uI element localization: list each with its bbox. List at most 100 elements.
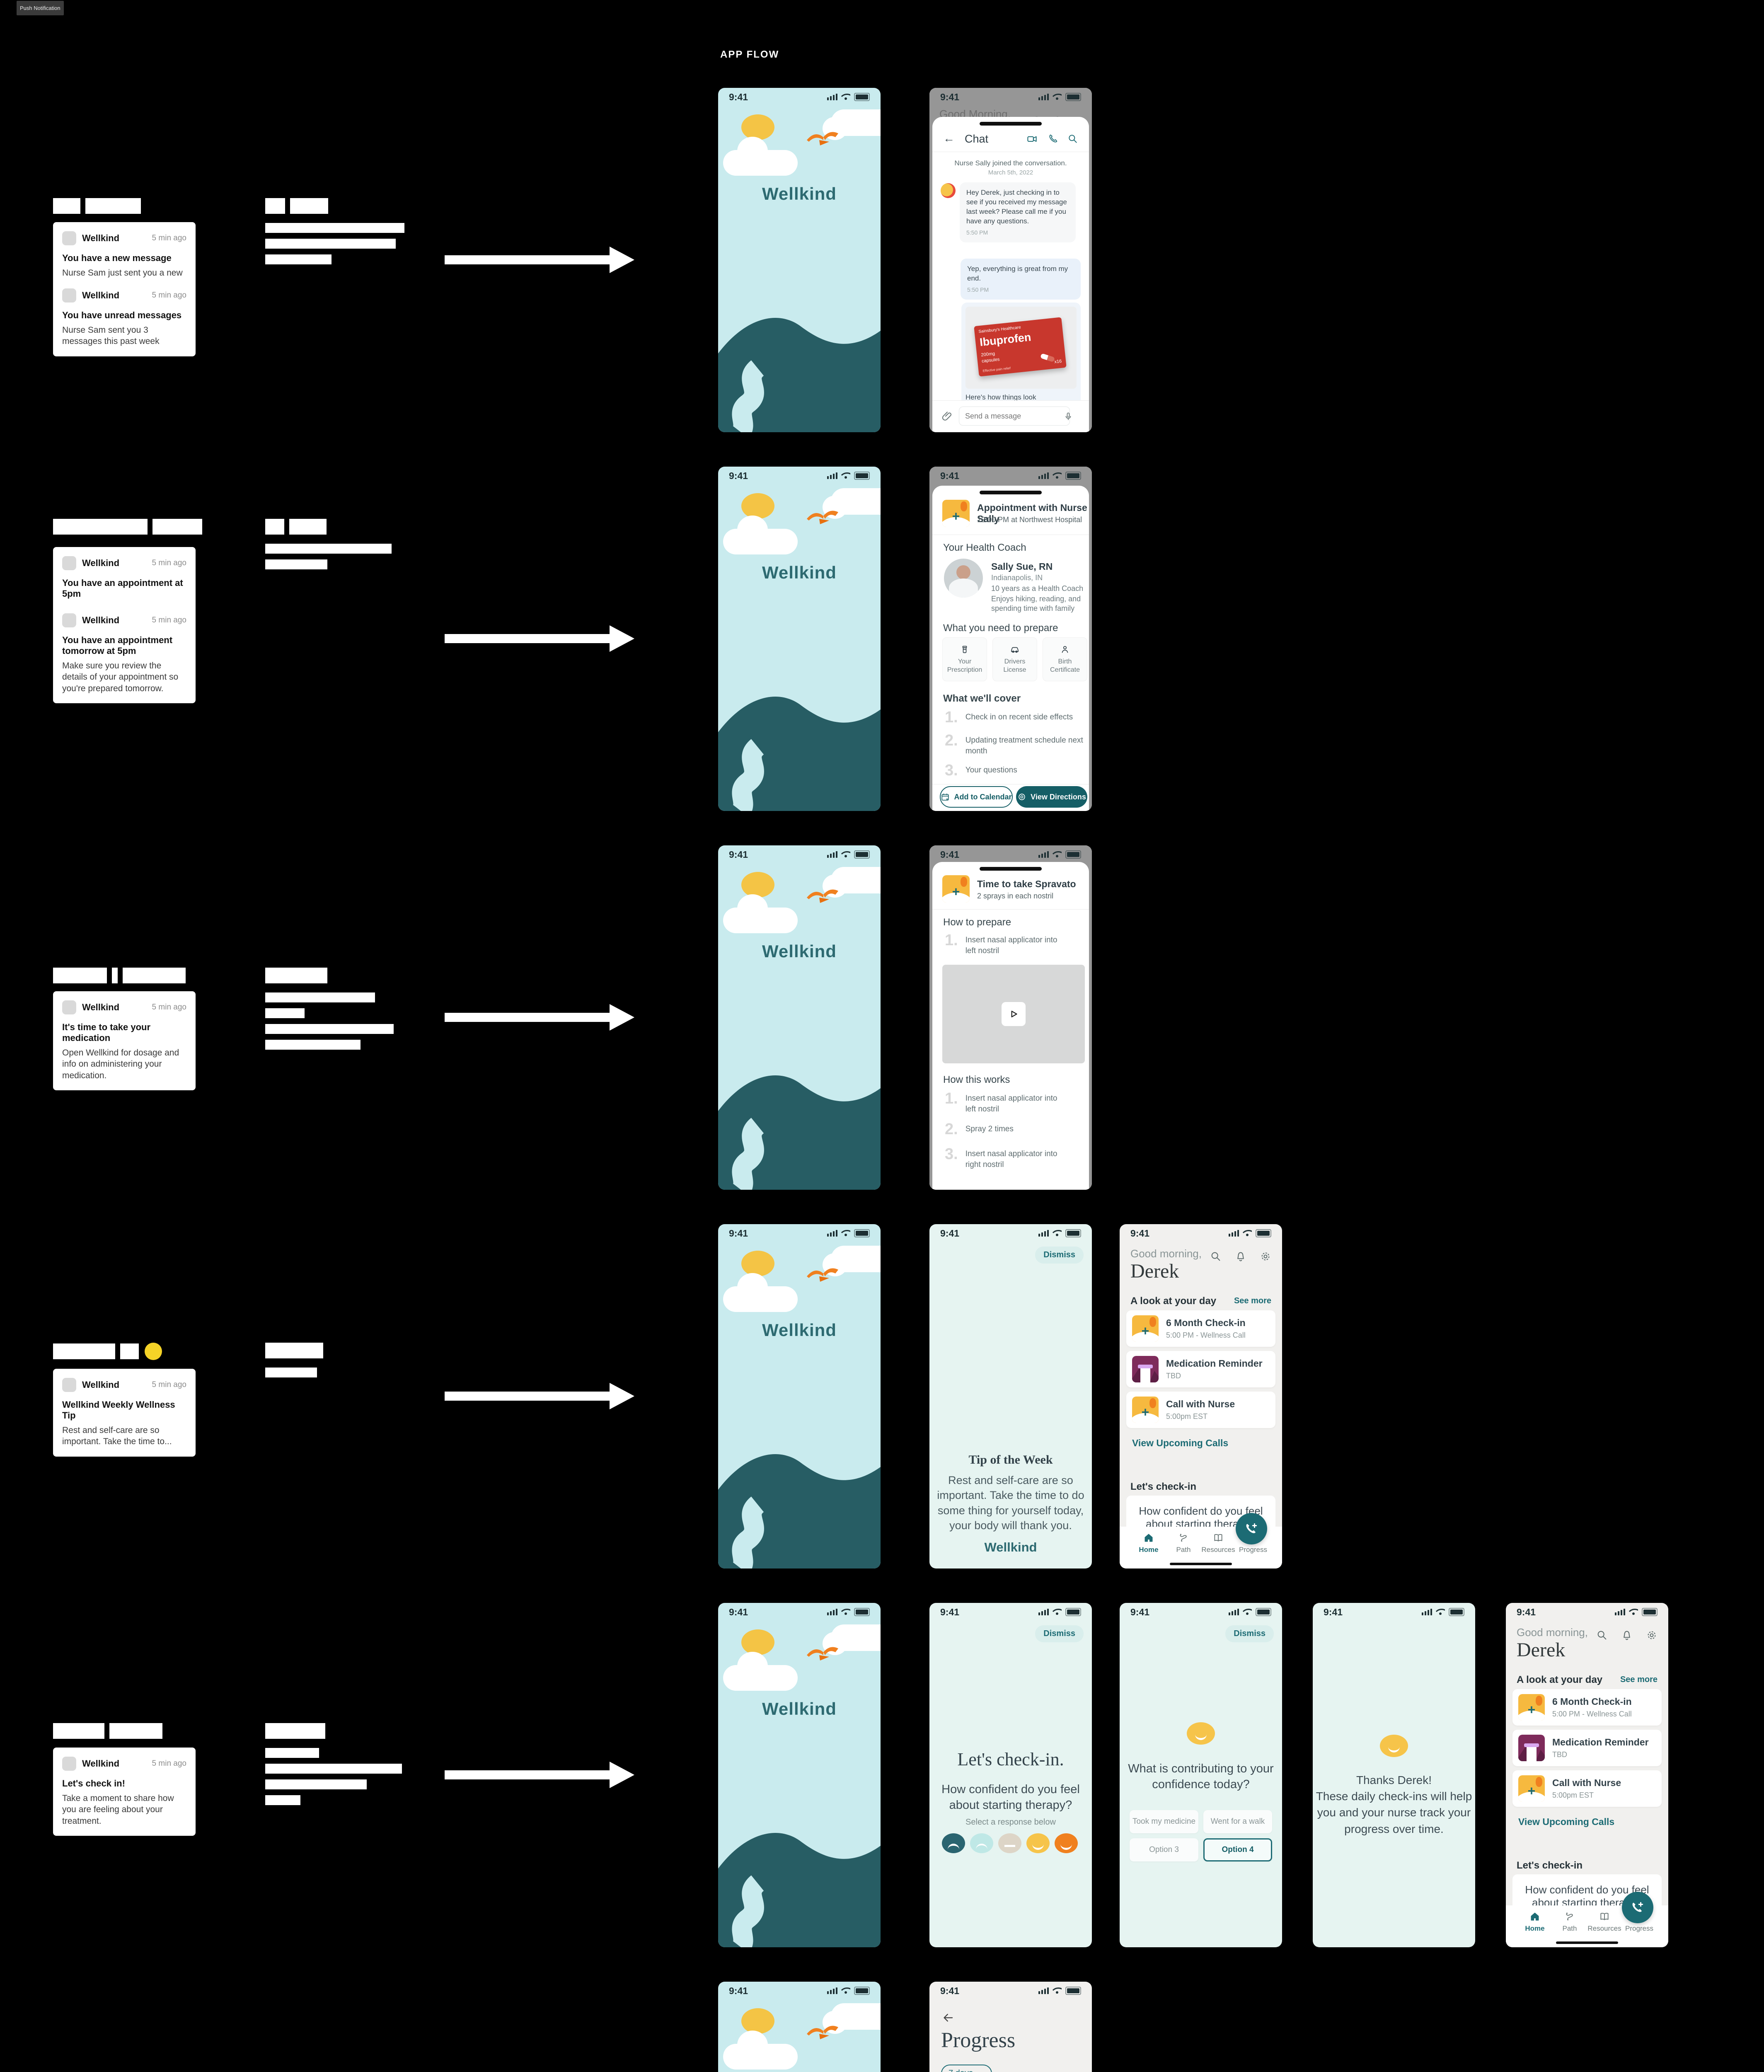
instruction-video[interactable] bbox=[942, 965, 1085, 1063]
mood-very-low-button[interactable] bbox=[942, 1833, 965, 1853]
view-upcoming-calls-link[interactable]: View Upcoming Calls bbox=[1518, 1816, 1615, 1827]
option-took-medicine[interactable]: Took my medicine bbox=[1130, 1810, 1198, 1833]
dismiss-button[interactable]: Dismiss bbox=[1225, 1625, 1274, 1642]
status-time: 9:41 bbox=[940, 91, 960, 102]
status-system-icons bbox=[1038, 850, 1081, 859]
search-chat-icon[interactable] bbox=[1067, 133, 1078, 144]
video-call-icon[interactable] bbox=[1026, 133, 1038, 145]
see-more-link[interactable]: See more bbox=[1620, 1675, 1658, 1684]
splash-screen: 9:41 Wellkind bbox=[718, 1603, 881, 1947]
nav-progress[interactable]: Progress bbox=[1236, 1532, 1270, 1554]
redacted-desc-heading bbox=[265, 1343, 323, 1358]
notification-card[interactable]: Wellkind 5 min ago Wellkind Weekly Welln… bbox=[53, 1369, 196, 1457]
prepare-card-prescription[interactable]: Your Prescription bbox=[942, 637, 987, 681]
home-indicator bbox=[1170, 1563, 1232, 1565]
home-screen: 9:41 Good morning, Derek A look at your … bbox=[1506, 1603, 1668, 1947]
nav-path[interactable]: Path bbox=[1167, 1532, 1200, 1554]
app-icon bbox=[62, 231, 76, 245]
medication-photo: Sainsbury's Healthcare Ibuprofen 200mg c… bbox=[965, 307, 1077, 389]
gear-icon[interactable] bbox=[1646, 1629, 1658, 1641]
notification-title: You have unread messages bbox=[62, 310, 182, 320]
section-day-heading: A look at your day bbox=[1130, 1295, 1217, 1307]
add-to-calendar-button[interactable]: Add to Calendar bbox=[940, 786, 1013, 808]
day-card-checkin[interactable]: + 6 Month Check-in 5:00 PM - Wellness Ca… bbox=[1126, 1310, 1275, 1347]
flow-arrow bbox=[445, 625, 634, 652]
drag-handle[interactable] bbox=[980, 491, 1042, 494]
day-card-medication[interactable]: Medication Reminder TBD bbox=[1512, 1730, 1662, 1766]
dismiss-button[interactable]: Dismiss bbox=[1035, 1247, 1084, 1264]
nav-home[interactable]: Home bbox=[1518, 1911, 1551, 1933]
wifi-icon bbox=[1243, 1230, 1252, 1237]
mood-good-button[interactable] bbox=[1026, 1833, 1050, 1853]
attach-icon[interactable] bbox=[941, 411, 953, 422]
back-icon[interactable] bbox=[942, 2011, 954, 2024]
nav-home[interactable]: Home bbox=[1132, 1532, 1165, 1554]
nav-resources[interactable]: Resources bbox=[1201, 1532, 1235, 1554]
range-filter-dropdown[interactable]: 7 days bbox=[941, 2065, 992, 2072]
day-card-medication[interactable]: Medication Reminder TBD bbox=[1126, 1351, 1275, 1387]
nav-path[interactable]: Path bbox=[1553, 1911, 1586, 1933]
nav-resources[interactable]: Resources bbox=[1587, 1911, 1621, 1933]
cloud-illustration bbox=[737, 894, 768, 923]
notification-time: 5 min ago bbox=[152, 1759, 186, 1768]
notification-card[interactable]: Wellkind 5 min ago You have an appointme… bbox=[53, 604, 196, 703]
signal-icon bbox=[1422, 1609, 1432, 1615]
day-card-checkin[interactable]: + 6 Month Check-in 5:00 PM - Wellness Ca… bbox=[1512, 1689, 1662, 1726]
dismiss-button[interactable]: Dismiss bbox=[1035, 1625, 1084, 1642]
image-message-bubble[interactable]: Sainsbury's Healthcare Ibuprofen 200mg c… bbox=[961, 303, 1081, 417]
option-3[interactable]: Option 3 bbox=[1130, 1838, 1198, 1861]
mood-great-button[interactable] bbox=[1055, 1833, 1078, 1853]
drag-handle[interactable] bbox=[980, 867, 1042, 871]
signal-icon bbox=[827, 1609, 837, 1615]
message-input[interactable] bbox=[959, 407, 1070, 426]
notification-card[interactable]: Wellkind 5 min ago Let's check in! Take … bbox=[53, 1748, 196, 1836]
app-icon bbox=[62, 613, 76, 627]
see-more-link[interactable]: See more bbox=[1234, 1296, 1271, 1305]
appointment-title: Appointment with Nurse Sally bbox=[977, 502, 1087, 524]
view-upcoming-calls-link[interactable]: View Upcoming Calls bbox=[1132, 1438, 1229, 1448]
chat-date: March 5th, 2022 bbox=[988, 169, 1033, 176]
signal-icon bbox=[1615, 1609, 1625, 1615]
mic-icon[interactable] bbox=[1063, 411, 1073, 421]
path-icon bbox=[1178, 1532, 1189, 1543]
call-nurse-fab[interactable] bbox=[1236, 1513, 1267, 1544]
wifi-icon bbox=[841, 472, 850, 479]
system-message: Nurse Sally joined the conversation. bbox=[954, 159, 1067, 167]
sun-emoji bbox=[145, 1343, 162, 1360]
flow-row-messages: Wellkind 5 min ago You have a new messag… bbox=[0, 88, 1764, 436]
call-nurse-fab[interactable] bbox=[1622, 1892, 1653, 1923]
back-button[interactable]: ← bbox=[943, 132, 955, 145]
notification-card[interactable]: Wellkind 5 min ago You have unread messa… bbox=[53, 279, 196, 356]
status-bar: 9:41 bbox=[929, 467, 1092, 485]
prepare-card-license[interactable]: Drivers License bbox=[992, 637, 1037, 681]
status-bar: 9:41 bbox=[1120, 1603, 1282, 1621]
nav-progress[interactable]: Progress bbox=[1623, 1911, 1656, 1933]
nurse-avatar bbox=[941, 183, 956, 198]
notification-time: 5 min ago bbox=[152, 559, 186, 567]
mood-neutral-button[interactable] bbox=[998, 1833, 1021, 1853]
option-4-selected[interactable]: Option 4 bbox=[1203, 1838, 1272, 1861]
battery-icon bbox=[1449, 1608, 1464, 1616]
mood-low-button[interactable] bbox=[970, 1833, 993, 1853]
search-icon[interactable] bbox=[1596, 1629, 1608, 1641]
status-bar: 9:41 bbox=[929, 1603, 1092, 1621]
option-went-walk[interactable]: Went for a walk bbox=[1203, 1810, 1272, 1833]
status-time: 9:41 bbox=[940, 1227, 960, 1239]
drag-handle[interactable] bbox=[980, 122, 1042, 126]
view-directions-button[interactable]: View Directions bbox=[1016, 786, 1087, 808]
status-system-icons bbox=[1038, 93, 1081, 101]
gear-icon[interactable] bbox=[1260, 1251, 1271, 1262]
search-icon[interactable] bbox=[1210, 1251, 1222, 1262]
hills-illustration bbox=[718, 697, 881, 811]
bell-icon[interactable] bbox=[1621, 1629, 1633, 1641]
thanks-message: Thanks Derek! These daily check-ins will… bbox=[1316, 1774, 1472, 1835]
sun-illustration bbox=[741, 114, 774, 140]
day-card-nurse-call[interactable]: + Call with Nurse 5:00pm EST bbox=[1512, 1770, 1662, 1807]
flow-row-wellness-tip: Wellkind 5 min ago Wellkind Weekly Welln… bbox=[0, 1224, 1764, 1572]
day-card-nurse-call[interactable]: + Call with Nurse 5:00pm EST bbox=[1126, 1392, 1275, 1428]
notification-card[interactable]: Wellkind 5 min ago It's time to take you… bbox=[53, 991, 196, 1090]
hills-illustration bbox=[718, 318, 881, 432]
prepare-card-birth-certificate[interactable]: Birth Certificate bbox=[1043, 637, 1087, 681]
phone-call-icon[interactable] bbox=[1048, 133, 1058, 144]
bell-icon[interactable] bbox=[1235, 1251, 1246, 1262]
